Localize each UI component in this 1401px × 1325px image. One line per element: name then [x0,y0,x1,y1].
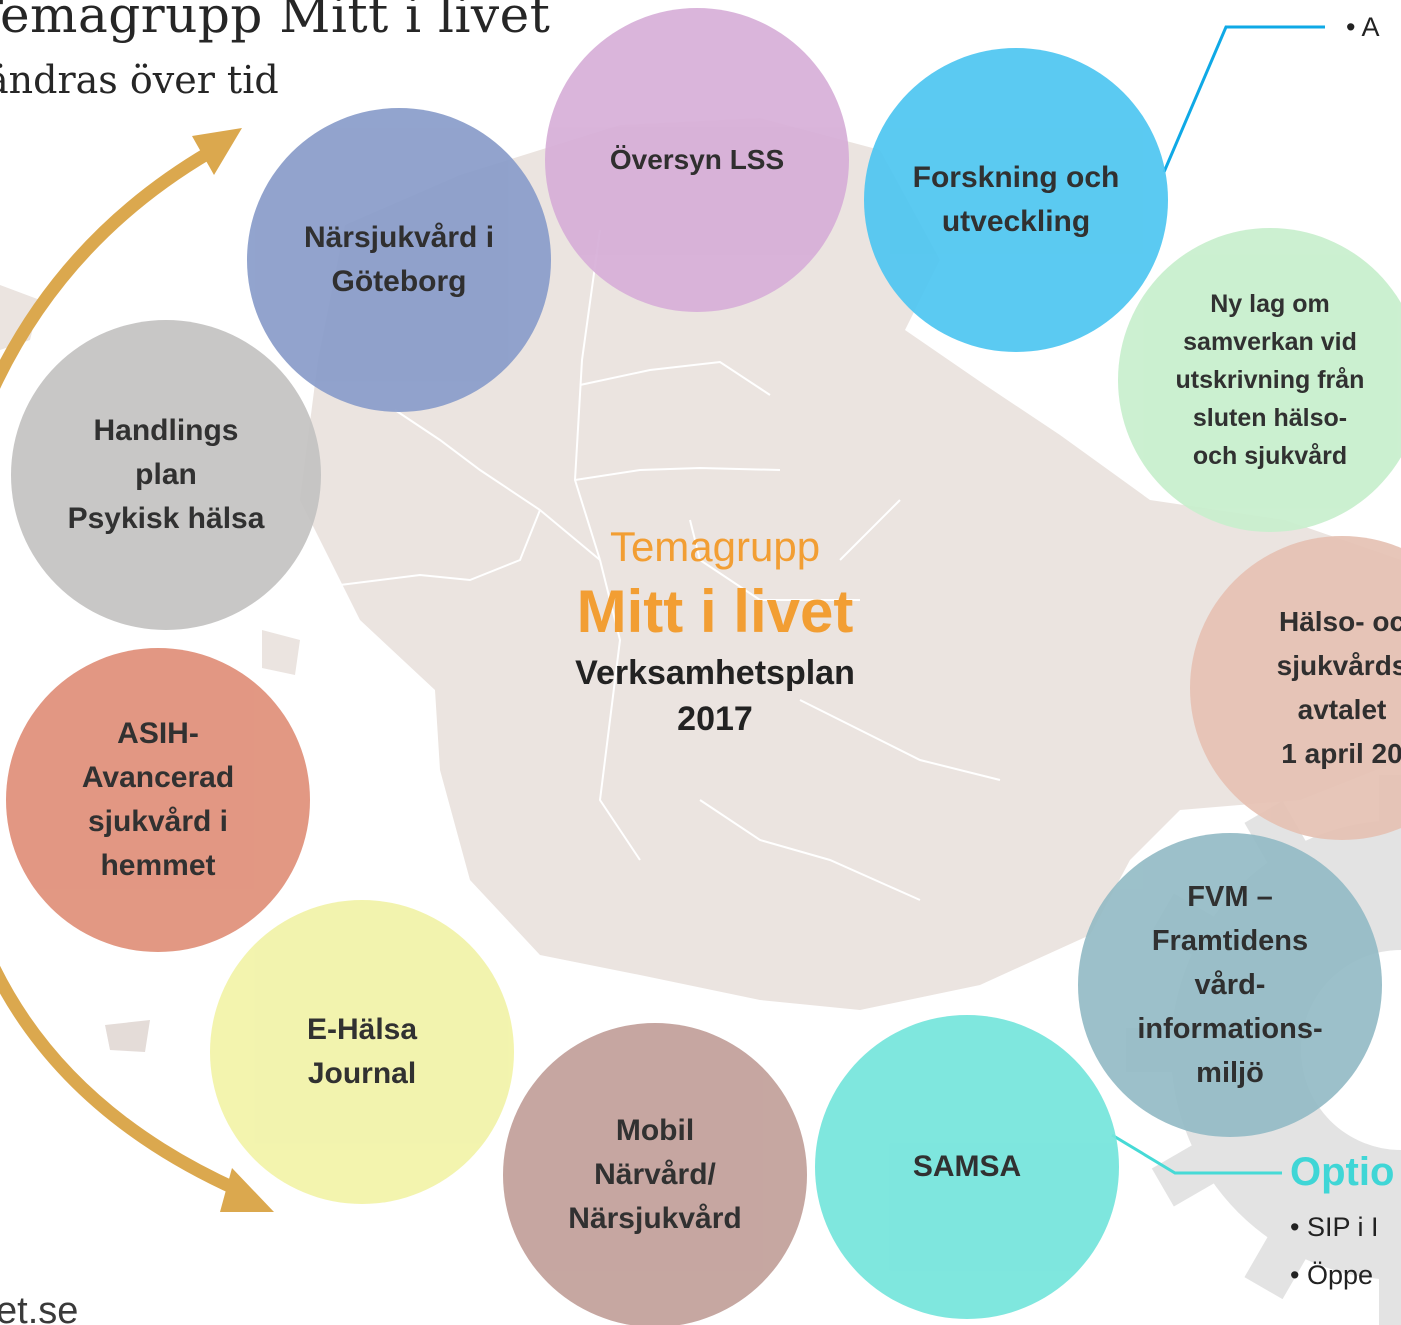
bubble-label-line: ASIH- [117,717,199,750]
options-heading: Optio [1290,1150,1395,1194]
footer-url: et.se [0,1290,79,1325]
slide-subtitle: ändras över tid [0,58,279,102]
top-right-bullet: • A [1346,12,1380,42]
bubble-label-line: Journal [307,1057,417,1090]
bubble-label-line: 1 april 20 [1281,738,1401,769]
bubble-label-line: Ny lag om [1210,290,1330,318]
bubble-label-line: E-Hälsa [306,1013,418,1046]
bubble-label-line: Närsjukvård i [303,221,495,254]
bubble-label-line: FVM – [1187,881,1273,913]
arrow-down-head [220,1168,274,1212]
map-borders [299,229,1001,901]
bubble-label-line: utveckling [941,205,1091,238]
bubble-label-line: vård- [1194,969,1266,1001]
bubble-narsjukvard-goteborg: Närsjukvård i Göteborg [247,108,551,412]
bubble-ny-lag: Ny lag om samverkan vid utskrivning från sl… [1118,228,1401,532]
map-landmass [300,118,1401,1010]
bubble-label-line: informations- [1137,1013,1323,1045]
bubble-samsa: SAMSA [815,1015,1119,1319]
bubble-label-line: Framtidens [1151,925,1309,957]
connector-forskning [1162,25,1325,173]
bubble-label-line: sluten hälso- [1192,404,1348,432]
bubble-label-line: utskrivning från [1175,366,1365,394]
bubble-label-line: plan [135,458,197,491]
bubble-label-line: Mobil [615,1114,695,1147]
bubble-label-line: Avancerad [81,761,235,794]
bubble-label-line: Närvård/ [594,1158,716,1191]
bubble-label-line: samverkan vid [1183,328,1357,356]
map-island-small [262,630,300,675]
bubble-label-line: Forskning och [912,161,1120,194]
center-subtitle-line-1: Verksamhetsplan [575,654,855,692]
bubble-label-line: Hälso- oc [1278,606,1401,637]
arrow-down-curve [0,965,245,1197]
bubble-label-line: Göteborg [331,265,467,298]
bubble-label-line: hemmet [100,849,216,882]
bubble-label-line: Handlings [93,414,239,447]
center-label: Temagrupp [609,523,821,570]
center-subtitle-line-2: 2017 [677,700,753,738]
bubble-label-line: sjukvårds [1276,650,1401,681]
bubble-asih: ASIH- Avancerad sjukvård i hemmet [6,648,310,952]
options-item: • SIP i I [1290,1212,1379,1242]
bubble-label-line: SAMSA [912,1150,1022,1183]
options-item: • Öppe [1290,1260,1374,1290]
bubble-oversyn-lss: Översyn LSS [545,8,849,312]
bubble-fvm: FVM – Framtidens vård-informations-miljö [1078,833,1382,1137]
bubble-label-line: och sjukvård [1192,442,1348,470]
bubble-label-line: sjukvård i [87,805,229,838]
bubble-label-line: Psykisk hälsa [67,502,265,535]
bubble-label-line: avtalet [1297,694,1387,725]
slide-title: Temagrupp Mitt i livet [0,0,551,44]
bubble-label-line: Närsjukvård [568,1202,742,1235]
arrow-up-head [192,128,242,175]
bubble-forskning: Forskning och utveckling [864,48,1168,352]
connector-samsa [1111,1133,1282,1175]
bubble-label-line: Översyn LSS [609,144,785,175]
arrow-up-curve [0,145,217,390]
center-title: Mitt i livet [576,578,854,645]
bubble-label-line: miljö [1196,1057,1264,1089]
center-title-block: Temagrupp Mitt i livet Verksamhetsplan 2… [515,520,915,742]
map-islet [105,1020,150,1052]
